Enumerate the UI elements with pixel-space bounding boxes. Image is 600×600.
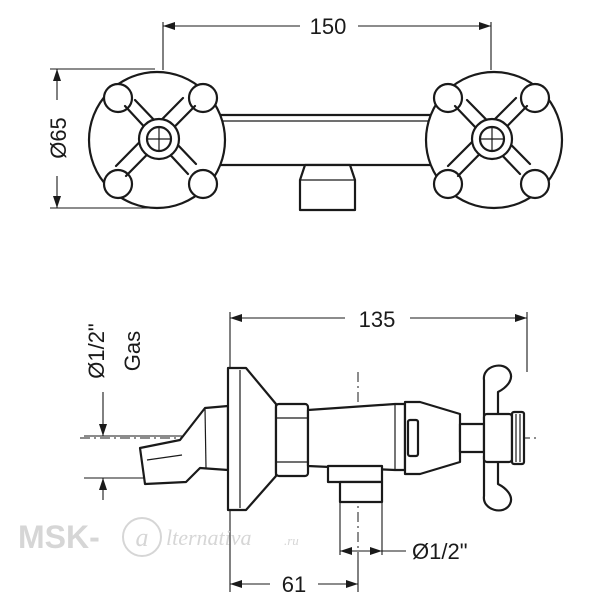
- dimension-135-label: 135: [359, 307, 396, 332]
- watermark-logo: MSK- a lternativa .ru: [18, 517, 299, 557]
- left-flange: [87, 70, 227, 210]
- dimension-inlet-label: Ø1/2": [84, 323, 109, 379]
- dimension-diameter-65-label: Ø65: [46, 117, 71, 159]
- svg-text:a: a: [136, 523, 149, 552]
- dimension-150-label: 150: [310, 14, 347, 39]
- dimension-150: 150: [162, 14, 492, 70]
- side-view: 135 Ø1/2" Gas: [80, 307, 540, 597]
- watermark-suffix: .ru: [284, 533, 299, 548]
- outlet-collar: [326, 464, 384, 484]
- pipe-body: [198, 113, 462, 167]
- outlet-thread: [338, 480, 384, 504]
- dimension-61-label: 61: [282, 572, 306, 597]
- dimension-outlet: Ø1/2": [339, 502, 468, 564]
- cross-handle: [482, 364, 526, 512]
- dimension-61: 61: [229, 510, 359, 597]
- dimension-outlet-label: Ø1/2": [412, 539, 468, 564]
- watermark-prefix: MSK-: [18, 519, 100, 555]
- right-flange: [424, 70, 564, 210]
- hex-nut: [274, 402, 310, 478]
- inlet-medium-label: Gas: [120, 331, 145, 371]
- inlet-elbow: [138, 404, 230, 486]
- dimension-135: 135: [229, 307, 528, 372]
- at-sign-icon: [122, 517, 162, 557]
- outlet-nozzle: [298, 163, 357, 212]
- valve-body: [306, 402, 407, 472]
- bonnet: [403, 400, 462, 476]
- spindle: [458, 422, 486, 454]
- wall-rosette: [226, 366, 278, 512]
- watermark-script: lternativa: [166, 525, 252, 550]
- dimension-diameter-65: Ø65: [46, 68, 155, 209]
- top-view: 150 Ø65: [46, 14, 564, 212]
- dimension-inlet: Ø1/2" Gas: [84, 323, 215, 500]
